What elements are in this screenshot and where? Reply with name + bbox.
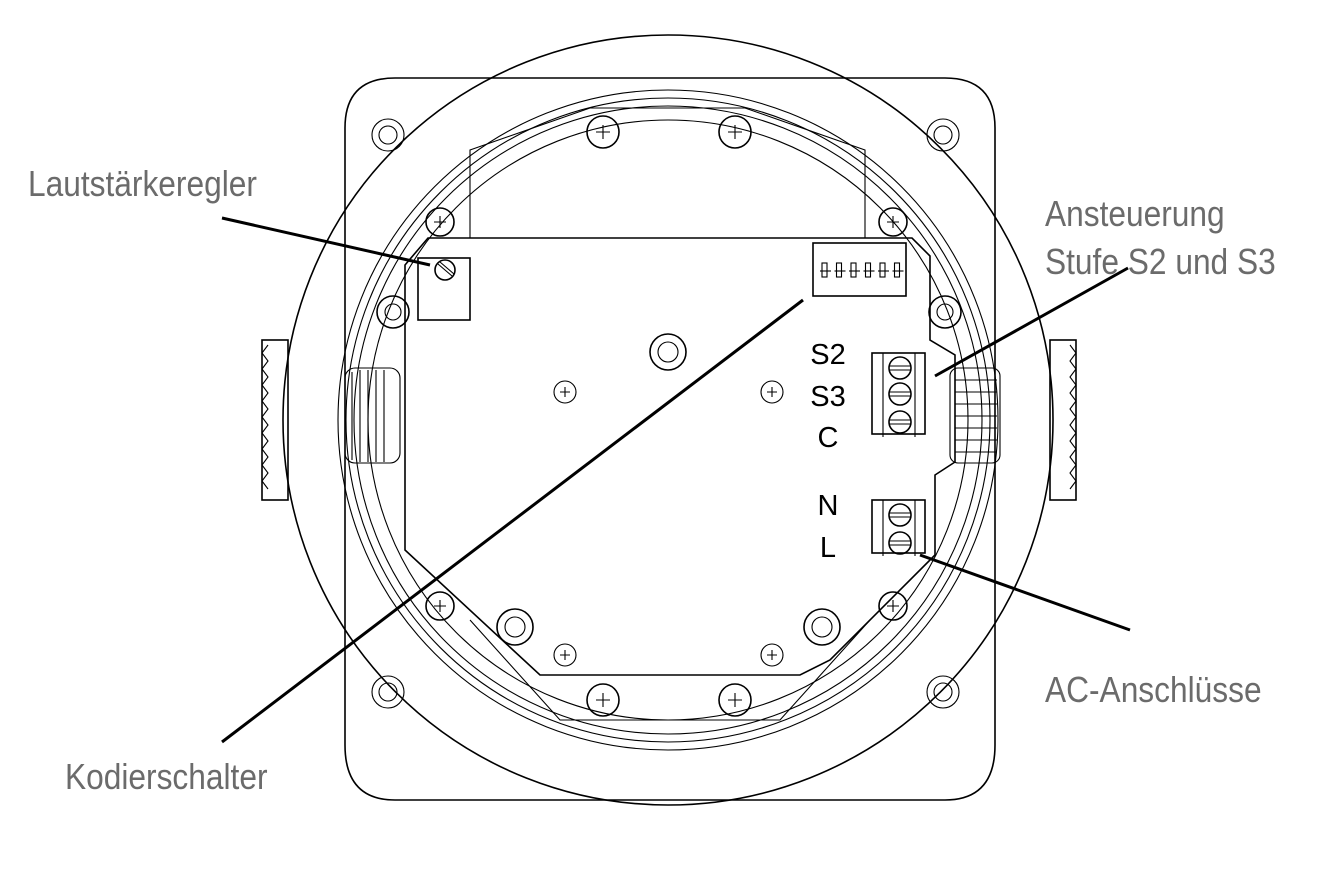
power-terminal-block[interactable]: [871, 499, 926, 556]
dip-switch-lever[interactable]: [893, 262, 901, 278]
upper-bracket: [469, 107, 866, 238]
leader-volume: [221, 216, 431, 267]
control-terminal-block[interactable]: [871, 352, 926, 437]
terminal-label-s2: S2: [810, 339, 846, 371]
terminal-label-n: N: [817, 490, 839, 522]
lower-bracket: [469, 619, 871, 721]
terminal-label-l: L: [819, 532, 837, 564]
terminal-label-c: C: [817, 422, 839, 454]
dip-switch-lever[interactable]: [864, 262, 872, 278]
label-control-line1: Ansteuerung: [1045, 193, 1225, 234]
leader-coding: [221, 298, 804, 744]
dip-switch-lever[interactable]: [835, 262, 843, 278]
volume-potentiometer[interactable]: [417, 257, 471, 321]
right-cable-gland: [949, 339, 1077, 501]
board-screws: [553, 380, 784, 667]
bracket-screws: [376, 115, 962, 717]
board-standoffs: [496, 333, 841, 646]
leader-ac: [919, 553, 1131, 632]
label-control-line2: Stufe S2 und S3: [1045, 241, 1276, 282]
coding-dip-switch[interactable]: [812, 242, 907, 297]
housing-rings: [282, 34, 1054, 806]
mounting-holes: [371, 118, 960, 709]
dip-switch-lever[interactable]: [879, 262, 886, 278]
terminal-label-s3: S3: [810, 381, 846, 413]
label-coding-switch: Kodierschalter: [65, 756, 268, 797]
dip-switch-lever[interactable]: [821, 262, 828, 278]
housing-flange: [344, 77, 996, 801]
leader-control: [934, 266, 1129, 378]
label-volume-control: Lautstärkeregler: [28, 163, 257, 204]
circuit-board: [404, 237, 956, 676]
dip-switch-lever[interactable]: [850, 262, 857, 278]
label-ac-connections: AC-Anschlüsse: [1045, 669, 1262, 710]
